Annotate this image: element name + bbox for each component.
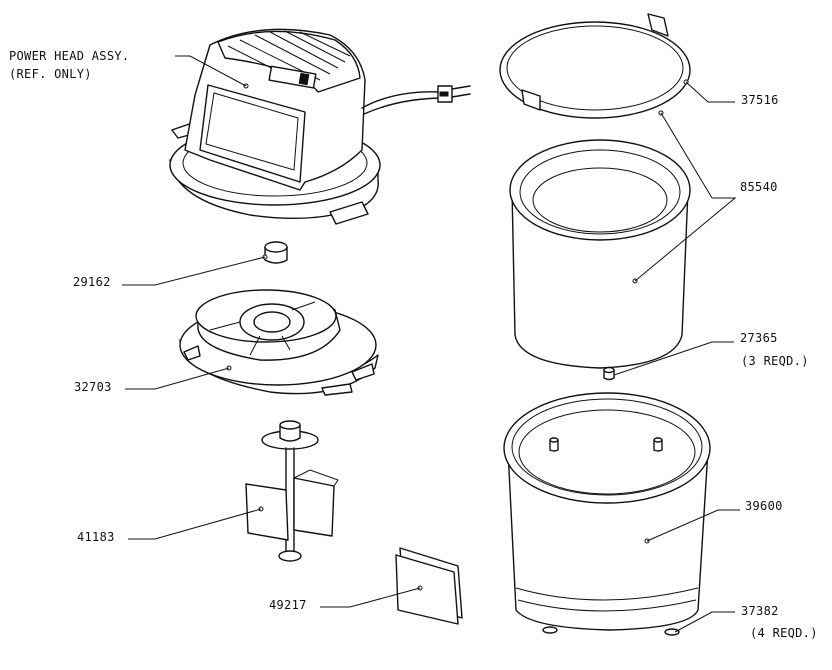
label-power-head-ref: (REF. ONLY) bbox=[9, 67, 92, 81]
leader-lines bbox=[122, 55, 740, 633]
part-32703-lid bbox=[179, 289, 379, 396]
part-29162-cap bbox=[262, 241, 288, 264]
label-power-head: POWER HEAD ASSY. bbox=[9, 49, 130, 63]
part-27365-foot bbox=[603, 366, 615, 381]
part-39600-outer-container bbox=[503, 392, 711, 636]
label-27365: 27365 bbox=[740, 331, 778, 345]
label-41183: 41183 bbox=[77, 530, 115, 544]
power-head-assembly bbox=[169, 28, 471, 225]
label-27365-qty: (3 REQD.) bbox=[741, 354, 809, 368]
part-41183-agitator bbox=[245, 420, 339, 562]
label-37382: 37382 bbox=[741, 604, 779, 618]
label-32703: 32703 bbox=[74, 380, 112, 394]
part-85540-inner-container bbox=[509, 139, 691, 369]
label-29162: 29162 bbox=[73, 275, 111, 289]
label-37516: 37516 bbox=[741, 93, 779, 107]
label-85540: 85540 bbox=[740, 180, 778, 194]
label-37382-qty: (4 REQD.) bbox=[750, 626, 818, 640]
label-39600: 39600 bbox=[745, 499, 783, 513]
part-37516-ring bbox=[499, 13, 691, 119]
part-49217-booklet bbox=[395, 547, 463, 625]
label-49217: 49217 bbox=[269, 598, 307, 612]
